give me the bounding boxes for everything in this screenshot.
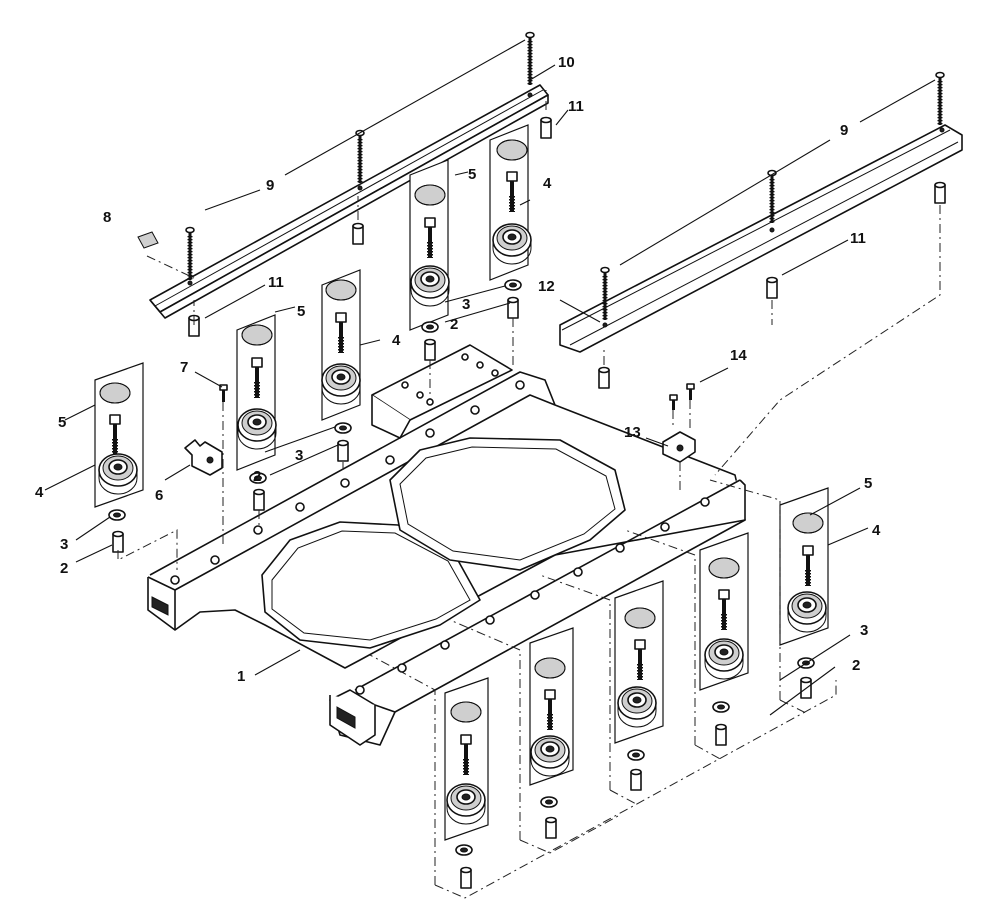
right-guide-rail: [559, 124, 963, 353]
callout-8: 8: [103, 209, 111, 226]
callout-3: 3: [295, 447, 303, 464]
callout-2: 2: [60, 560, 68, 577]
callout-2: 2: [450, 316, 458, 333]
callout-9: 9: [266, 177, 274, 194]
callout-5: 5: [864, 475, 872, 492]
callout-11: 11: [268, 274, 284, 291]
callout-9: 9: [840, 122, 848, 139]
callout-11: 11: [568, 98, 584, 115]
callout-3: 3: [60, 536, 68, 553]
callout-4: 4: [872, 522, 881, 539]
callout-12: 12: [538, 278, 555, 295]
callout-6: 6: [155, 487, 163, 504]
callout-4: 4: [35, 484, 44, 501]
leader-lines: [44, 39, 936, 716]
callout-14: 14: [730, 347, 747, 364]
carriage-frame: [147, 344, 746, 746]
callout-10: 10: [558, 54, 575, 71]
callout-3: 3: [462, 296, 470, 313]
callout-4: 4: [392, 332, 401, 349]
callout-3: 3: [860, 622, 868, 639]
callout-5: 5: [297, 303, 305, 320]
callout-2: 2: [253, 468, 261, 485]
callout-2: 2: [852, 657, 860, 674]
screws: [186, 33, 944, 321]
roller-assemblies: [94, 124, 829, 841]
callouts: 1 2 2 2 2 3 3 3 3 4 4 4 4 5 5 5 5 6 7 8 …: [35, 54, 881, 685]
callout-13: 13: [624, 424, 641, 441]
callout-5: 5: [58, 414, 66, 431]
callout-7: 7: [180, 359, 188, 376]
assembly-lines: [117, 90, 941, 899]
callout-1: 1: [237, 668, 245, 685]
callout-5: 5: [468, 166, 476, 183]
callout-4: 4: [543, 175, 552, 192]
callout-11: 11: [850, 230, 866, 247]
small-parts: [137, 231, 696, 476]
left-guide-rail: [149, 84, 549, 319]
